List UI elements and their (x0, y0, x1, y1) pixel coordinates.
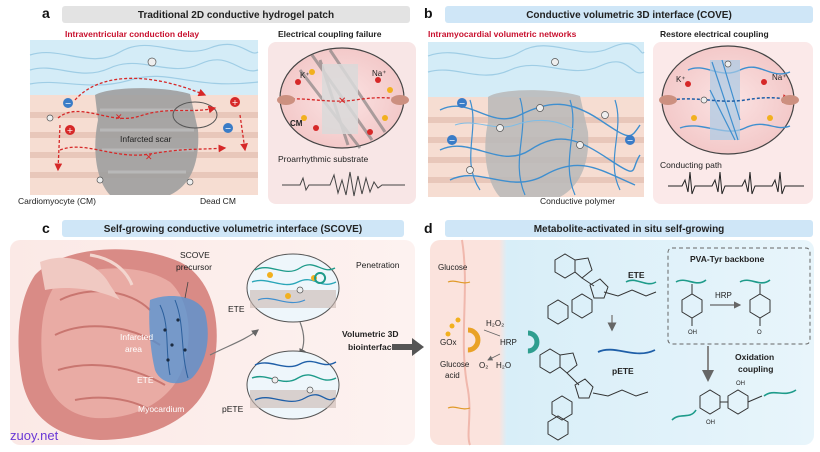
label-ete-zoom: ETE (228, 304, 245, 314)
ion-na-b: Na⁺ (772, 73, 786, 82)
panel-b-title: Conductive volumetric 3D interface (COVE… (526, 10, 732, 21)
panel-a-title: Traditional 2D conductive hydrogel patch (138, 10, 334, 21)
label-o2: O₂ (479, 361, 488, 370)
panel-a-letter: a (42, 5, 50, 21)
panel-a-right-heading: Electrical coupling failure (278, 29, 382, 39)
svg-text:✕: ✕ (145, 153, 153, 163)
svg-text:+: + (232, 98, 239, 107)
svg-text:OH: OH (688, 330, 697, 336)
label-cm-a: CM (290, 119, 303, 128)
label-gox: GOx (440, 338, 456, 347)
gox-enzyme-icon (467, 327, 481, 353)
panel-b-left-heading: Intramyocardial volumetric networks (428, 29, 577, 39)
svg-text:OH: OH (736, 381, 745, 387)
svg-text:O: O (757, 330, 762, 336)
label-pete-d: pETE (612, 366, 634, 376)
coupled-product (671, 389, 797, 421)
panel-a-tissue-diagram: ✕ ✕ − + + − (29, 40, 259, 195)
label-pva-tyr: PVA-Tyr backbone (690, 254, 765, 264)
heart-illustration (18, 249, 217, 440)
label-infarcted-area-1: Infarcted (120, 332, 153, 342)
label-scove-precursor-1: SCOVE (180, 250, 210, 260)
label-glucose: Glucose (438, 263, 468, 272)
tyr-molecule (681, 284, 771, 326)
panel-c: c Self-growing conductive volumetric int… (10, 220, 424, 445)
panel-d-title-bar (445, 220, 813, 237)
panel-d-background (430, 240, 814, 445)
panel-c-title-bar (62, 220, 404, 237)
label-pete-zoom: pETE (222, 404, 244, 414)
pva-tyr-box (667, 247, 811, 345)
label-h2o2: H₂O₂ (486, 319, 504, 328)
label-hrp: HRP (500, 338, 517, 347)
label-cardiomyocyte: Cardiomyocyte (CM) (18, 196, 96, 206)
label-volumetric-2: biointerface (348, 342, 396, 352)
ecg-arrhythmic (282, 171, 405, 197)
label-h2o: H₂O (496, 361, 511, 370)
ion-k-a: K⁺ (300, 71, 310, 80)
scove-patch (149, 296, 208, 384)
zoom-precursor (246, 253, 340, 323)
svg-text:✕: ✕ (338, 96, 346, 107)
panel-a-left-heading: Intraventricular conduction delay (65, 29, 199, 39)
ion-na-a: Na⁺ (372, 69, 386, 78)
svg-text:−: − (449, 136, 456, 145)
label-proarrhythmic: Proarrhythmic substrate (278, 154, 368, 164)
label-glucose-acid-2: acid (445, 371, 460, 380)
ion-k-b: K⁺ (676, 75, 686, 84)
ecg-normal (668, 171, 804, 195)
panel-a: a Traditional 2D conductive hydrogel pat… (18, 5, 416, 206)
label-oxidation-1: Oxidation (735, 352, 774, 362)
label-ete-heart: ETE (137, 375, 154, 385)
arrow-c-to-d (392, 338, 424, 356)
panel-d-letter: d (424, 220, 433, 236)
hrp-enzyme-icon (527, 330, 540, 354)
label-penetration: Penetration (356, 260, 400, 270)
svg-text:−: − (627, 136, 634, 145)
svg-text:−: − (65, 99, 72, 108)
label-scove-precursor-2: precursor (176, 262, 212, 272)
label-conductive-polymer: Conductive polymer (540, 196, 615, 206)
label-glucose-acid-1: Glucose (440, 360, 470, 369)
panel-c-title: Self-growing conductive volumetric inter… (104, 224, 362, 235)
panel-b-right-heading: Restore electrical coupling (660, 29, 769, 39)
pete-molecule (539, 348, 649, 441)
watermark: zuoy.net (10, 428, 59, 443)
panel-b: b Conductive volumetric 3D interface (CO… (424, 5, 813, 206)
label-hrp-box: HRP (715, 291, 732, 300)
panel-d: d Metabolite-activated in situ self-grow… (424, 220, 814, 446)
panel-b-tissue-diagram: − − − (427, 42, 645, 197)
svg-text:−: − (459, 99, 466, 108)
panel-a-title-bar (62, 6, 410, 23)
label-oxidation-2: coupling (738, 364, 773, 374)
svg-text:✕: ✕ (115, 113, 123, 123)
label-infarcted-scar: Infarcted scar (120, 134, 172, 144)
svg-text:+: + (67, 126, 74, 135)
infarcted-scar-shape (95, 88, 199, 195)
label-infarcted-area-2: area (125, 344, 142, 354)
svg-text:OH: OH (706, 420, 715, 426)
label-volumetric-1: Volumetric 3D (342, 329, 399, 339)
panel-c-letter: c (42, 220, 50, 236)
label-dead-cm: Dead CM (200, 196, 236, 206)
panel-b-letter: b (424, 5, 433, 21)
zoom-pete (246, 350, 340, 420)
ete-molecule (547, 253, 657, 325)
panel-d-title: Metabolite-activated in situ self-growin… (534, 224, 725, 235)
panel-b-title-bar (445, 6, 813, 23)
label-myocardium: Myocardium (138, 404, 184, 414)
label-conducting-path: Conducting path (660, 160, 722, 170)
svg-text:−: − (225, 124, 232, 133)
label-ete-d: ETE (628, 270, 645, 280)
